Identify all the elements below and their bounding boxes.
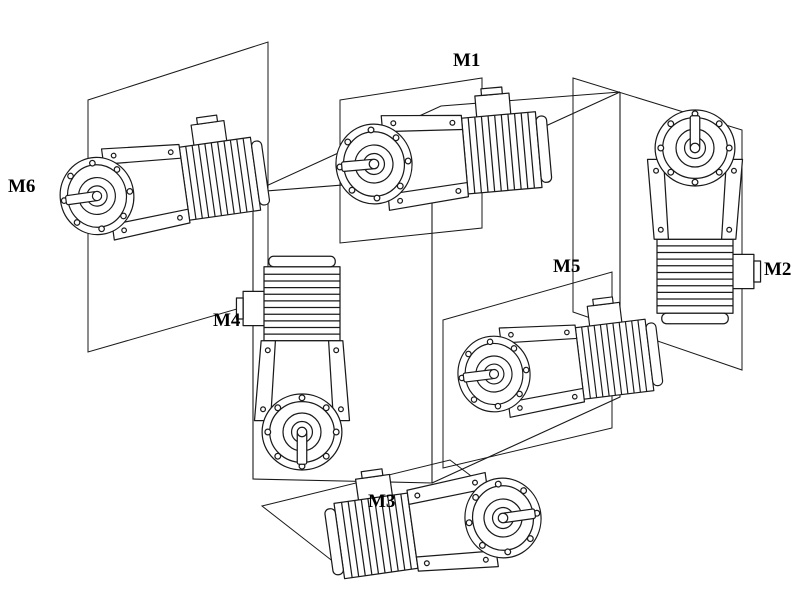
gearmotor-m1	[329, 82, 554, 216]
label-m2: M2	[764, 259, 791, 280]
label-m1: M1	[453, 50, 480, 71]
label-m3: M3	[368, 491, 395, 512]
label-m4: M4	[213, 310, 241, 331]
gearmotor-m6	[51, 108, 273, 248]
gearmotor-m5	[450, 291, 666, 424]
gearmotor-m3	[319, 447, 548, 591]
cube-right-face	[431, 92, 621, 484]
position-labels: M1 M2 M3 M4 M5 M6	[8, 50, 791, 512]
mounting-plane-m1	[339, 77, 483, 244]
label-m5: M5	[553, 256, 580, 277]
label-m6: M6	[8, 176, 35, 197]
mounting-plane-m5	[442, 271, 613, 469]
gearmotor-m2	[646, 109, 762, 325]
